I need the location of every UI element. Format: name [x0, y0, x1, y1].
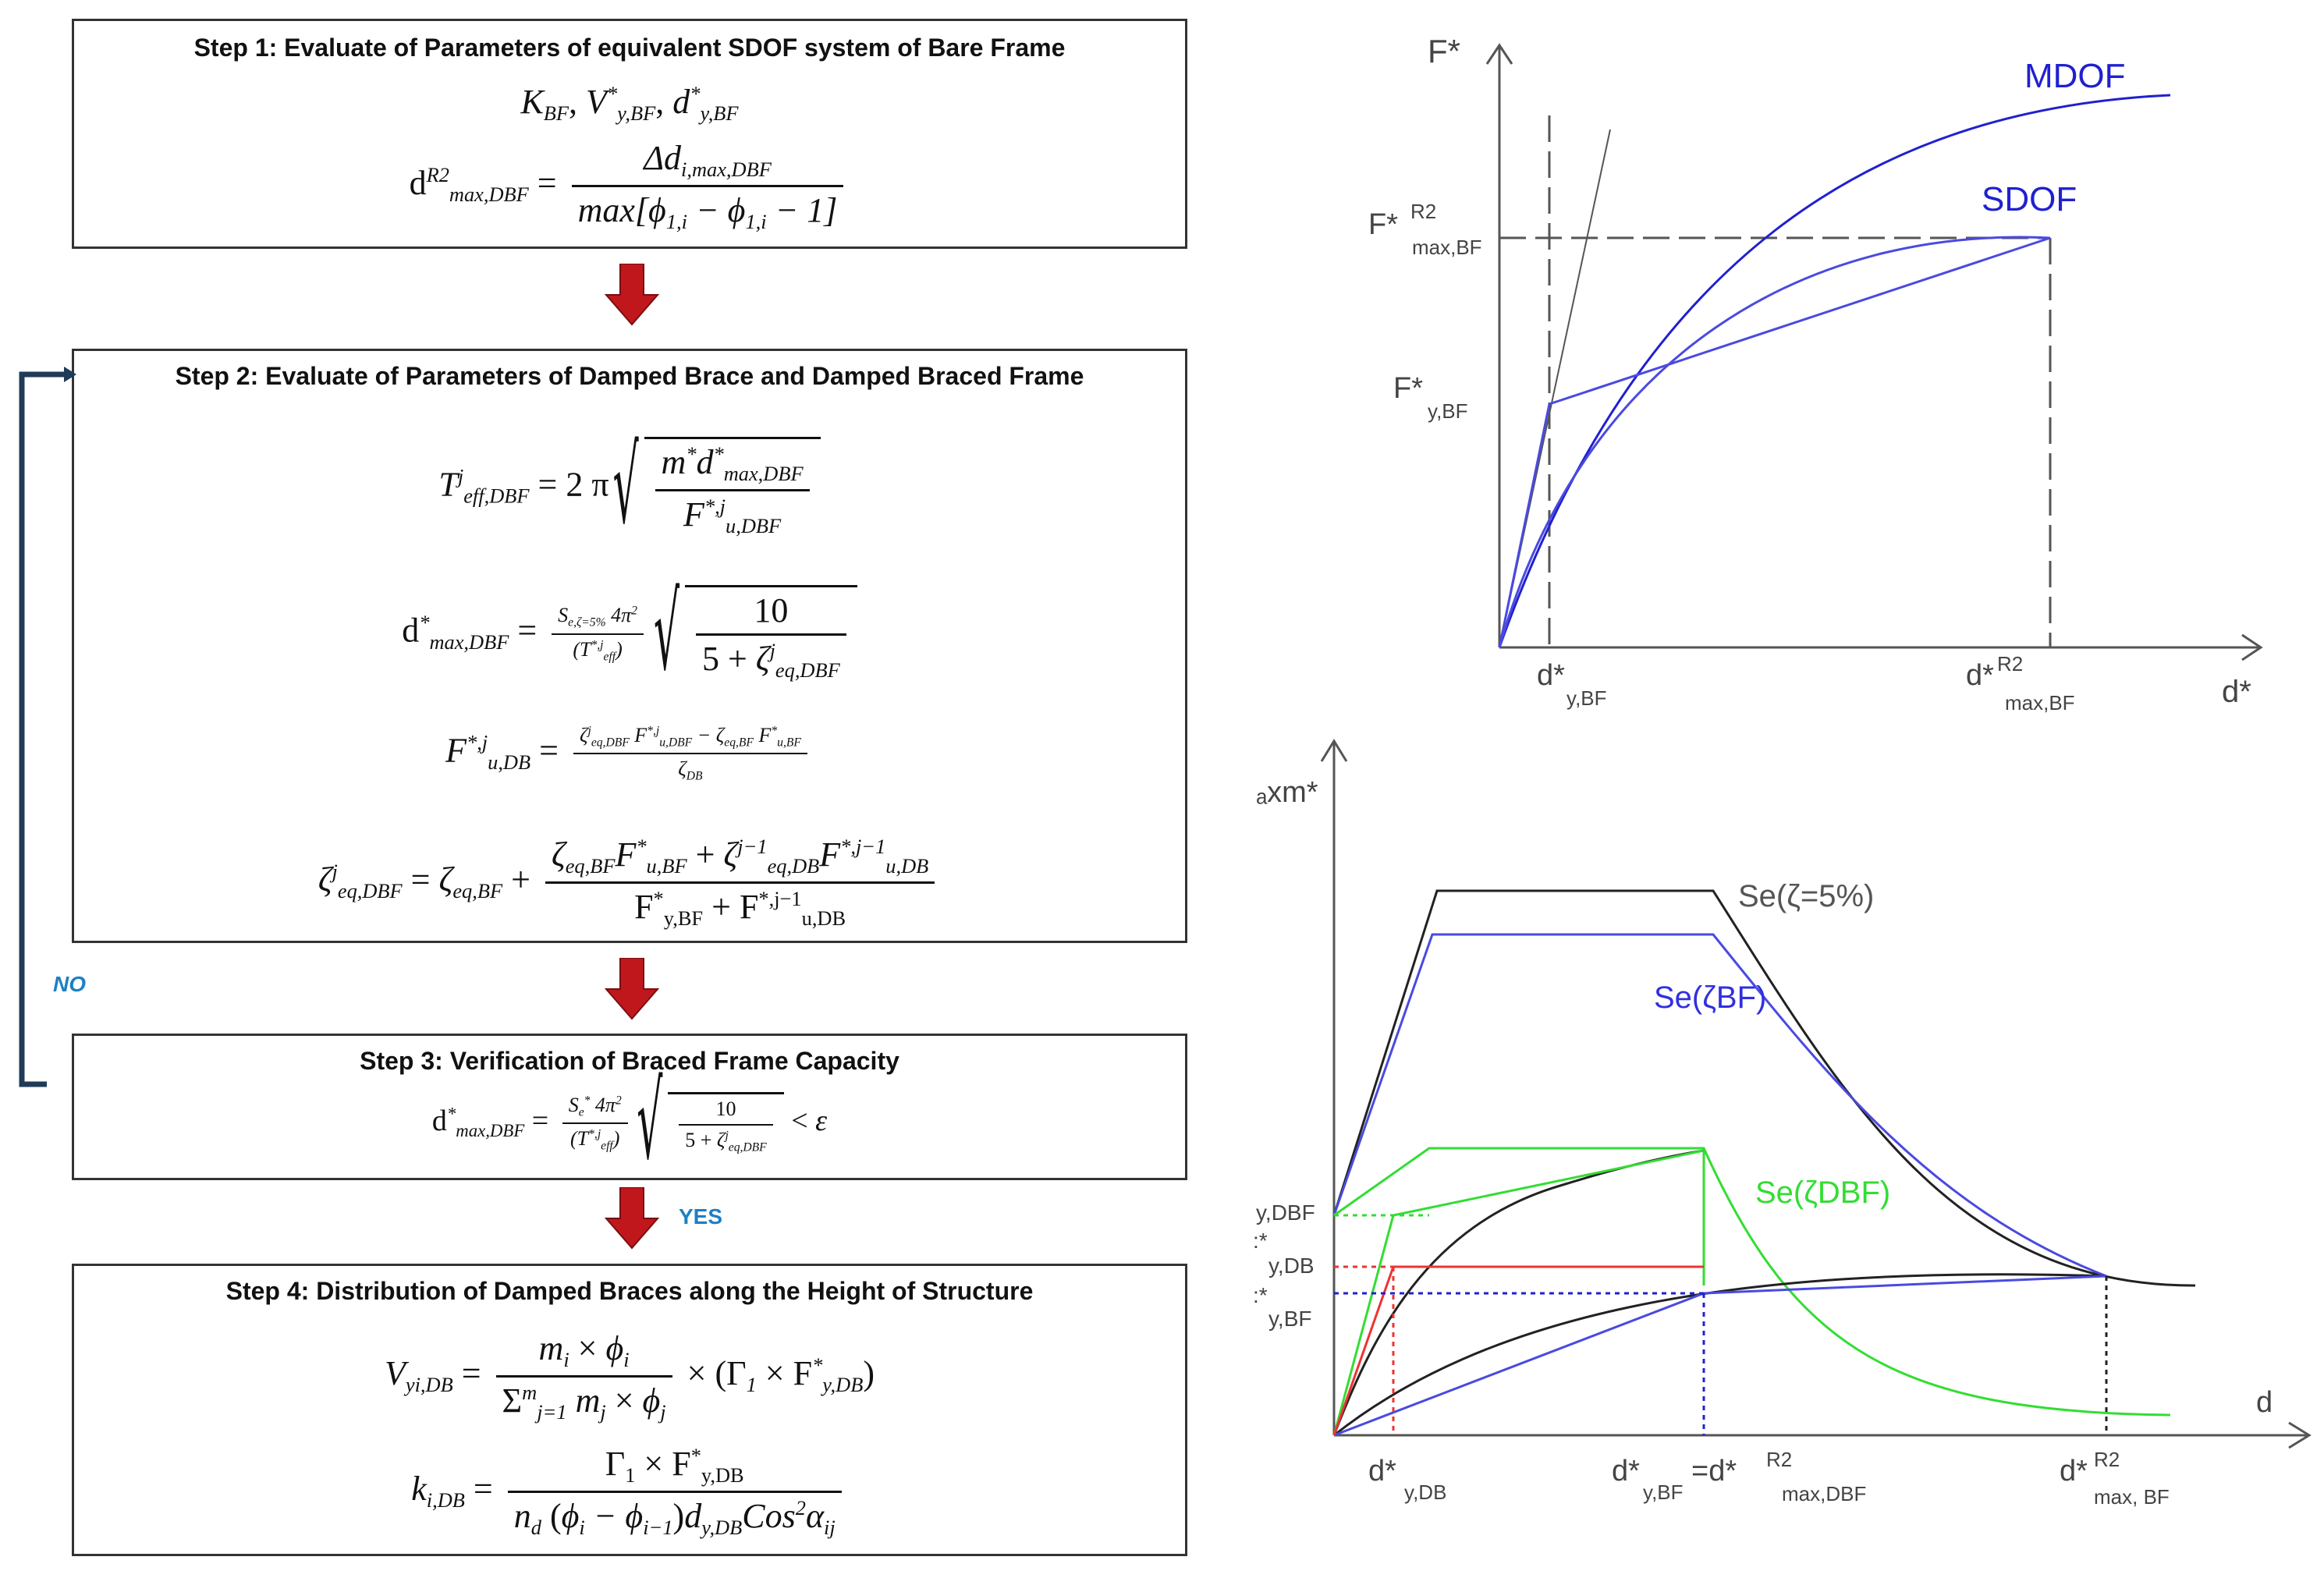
- svg-text:max,BF: max,BF: [1412, 236, 1482, 259]
- step2-box: Step 2: Evaluate of Parameters of Damped…: [72, 349, 1187, 943]
- svg-text:y,DBF: y,DBF: [1256, 1200, 1315, 1225]
- bottom-x-label: d: [2256, 1386, 2273, 1419]
- flow-arrow-2: [605, 958, 659, 1020]
- capacity-blue-bilinear: [1333, 1275, 2107, 1437]
- spectrum-dbf: [1333, 1147, 2171, 1417]
- step3-eq1: d*max,DBF = Se* 4π2 (T*,jeff) 10 5 + ζje…: [74, 1092, 1185, 1154]
- step1-title: Step 1: Evaluate of Parameters of equiva…: [193, 34, 1066, 62]
- svg-text:d*: d*: [2060, 1455, 2088, 1488]
- step4-eq1: Vyi,DB = mi × ϕi Σmj=1 mj × ϕj × (Γ1 × F…: [385, 1329, 875, 1424]
- fy-label: F*: [1393, 372, 1423, 405]
- svg-text:max,DBF: max,DBF: [1782, 1482, 1866, 1505]
- spectrum-bf-label: Se(ζBF): [1654, 980, 1766, 1015]
- step2-eq4: ζjeq,DBF = ζeq,BF + ζeq,BFF*u,BF + ζj−1e…: [74, 835, 1185, 931]
- svg-text:R2: R2: [1766, 1448, 1792, 1471]
- dmax-label: d*: [1966, 659, 1994, 692]
- svg-text:y,BF: y,BF: [1643, 1480, 1684, 1504]
- dy-label: d*: [1537, 659, 1565, 692]
- svg-text::*: :*: [1253, 1283, 1268, 1307]
- top-x-label: d*: [2222, 675, 2251, 709]
- yes-label: YES: [679, 1204, 723, 1229]
- no-label: NO: [53, 972, 86, 996]
- top-y-label: F*: [1428, 33, 1460, 69]
- capacity-black-lower: [1333, 1273, 2107, 1437]
- svg-text:R2: R2: [1410, 200, 1436, 223]
- flow-arrow-3: [605, 1187, 659, 1250]
- svg-text:max,BF: max,BF: [2005, 691, 2075, 715]
- no-loop-bracket: [19, 367, 76, 1087]
- flow-arrow-1: [605, 264, 659, 326]
- step2-eq1: Tjeff,DBF = 2 π m*d*max,DBF F*,ju,DBF: [74, 437, 1185, 538]
- step4-box: Step 4: Distribution of Damped Braces al…: [72, 1264, 1187, 1556]
- step2-title: Step 2: Evaluate of Parameters of Damped…: [175, 362, 1084, 390]
- spectrum-5pct-label: Se(ζ=5%): [1738, 879, 1874, 913]
- step1-eq1: KBF, V*y,BF, d*y,BF: [520, 82, 739, 126]
- svg-text:d*: d*: [1612, 1455, 1640, 1488]
- capacity-black-upper: [1332, 1149, 1705, 1436]
- step4-title: Step 4: Distribution of Damped Braces al…: [225, 1277, 1034, 1305]
- bilinear-curve: [1498, 236, 2051, 648]
- spectra-diagram: ₐxm* d Se(ζ=5%) Se(ζBF) Se(ζDBF) y,DBF :…: [1253, 739, 2312, 1509]
- step4-eq2: ki,DB = Γ1 × F*y,DB nd (ϕi − ϕi−1)dy,DBC…: [74, 1444, 1185, 1540]
- spectrum-dbf-label: Se(ζDBF): [1755, 1176, 1890, 1210]
- sdof-label: SDOF: [1982, 180, 2077, 218]
- svg-text:R2: R2: [1997, 652, 2023, 676]
- svg-text:y,BF: y,BF: [1268, 1307, 1311, 1331]
- fmax-label: F*: [1368, 208, 1398, 241]
- step2-eq2: d*max,DBF = Se,ζ=5% 4π2 (T*,jeff) 10 5 +…: [74, 585, 1185, 683]
- bottom-y-label: ₐxm*: [1256, 776, 1318, 809]
- spectrum-bf: [1332, 933, 2107, 1278]
- svg-text:=d*: =d*: [1691, 1455, 1737, 1488]
- sdof-curve: [1498, 236, 2051, 648]
- svg-text:R2: R2: [2094, 1448, 2120, 1471]
- svg-text:y,BF: y,BF: [1566, 686, 1607, 710]
- mdof-label: MDOF: [2024, 57, 2126, 95]
- svg-text:y,DB: y,DB: [1404, 1480, 1446, 1504]
- svg-text:max, BF: max, BF: [2094, 1485, 2170, 1509]
- svg-text:y,BF: y,BF: [1428, 399, 1468, 423]
- step3-box: Step 3: Verification of Braced Frame Cap…: [72, 1034, 1187, 1180]
- capacity-green-bilinear: [1332, 1149, 1705, 1436]
- svg-text:d*: d*: [1368, 1455, 1396, 1488]
- step1-eq2: dR2max,DBF = Δdi,max,DBF max[ϕ1,i − ϕ1,i…: [74, 138, 1185, 234]
- step1-box: Step 1: Evaluate of Parameters of equiva…: [72, 19, 1187, 249]
- capacity-red-bilinear: [1332, 1265, 1704, 1436]
- spectrum-5pct: [1332, 889, 2196, 1287]
- step3-title: Step 3: Verification of Braced Frame Cap…: [360, 1047, 899, 1075]
- svg-text::*: :*: [1253, 1229, 1268, 1253]
- step2-eq3: F*,ju,DB = ζjeq,DBF F*,ju,DBF − ζeq,BF F…: [74, 724, 1185, 784]
- capacity-curve-diagram: F* d* MDOF SDOF F* R2 max,BF F* y,BF d* …: [1368, 33, 2263, 715]
- svg-text:y,DB: y,DB: [1268, 1254, 1315, 1278]
